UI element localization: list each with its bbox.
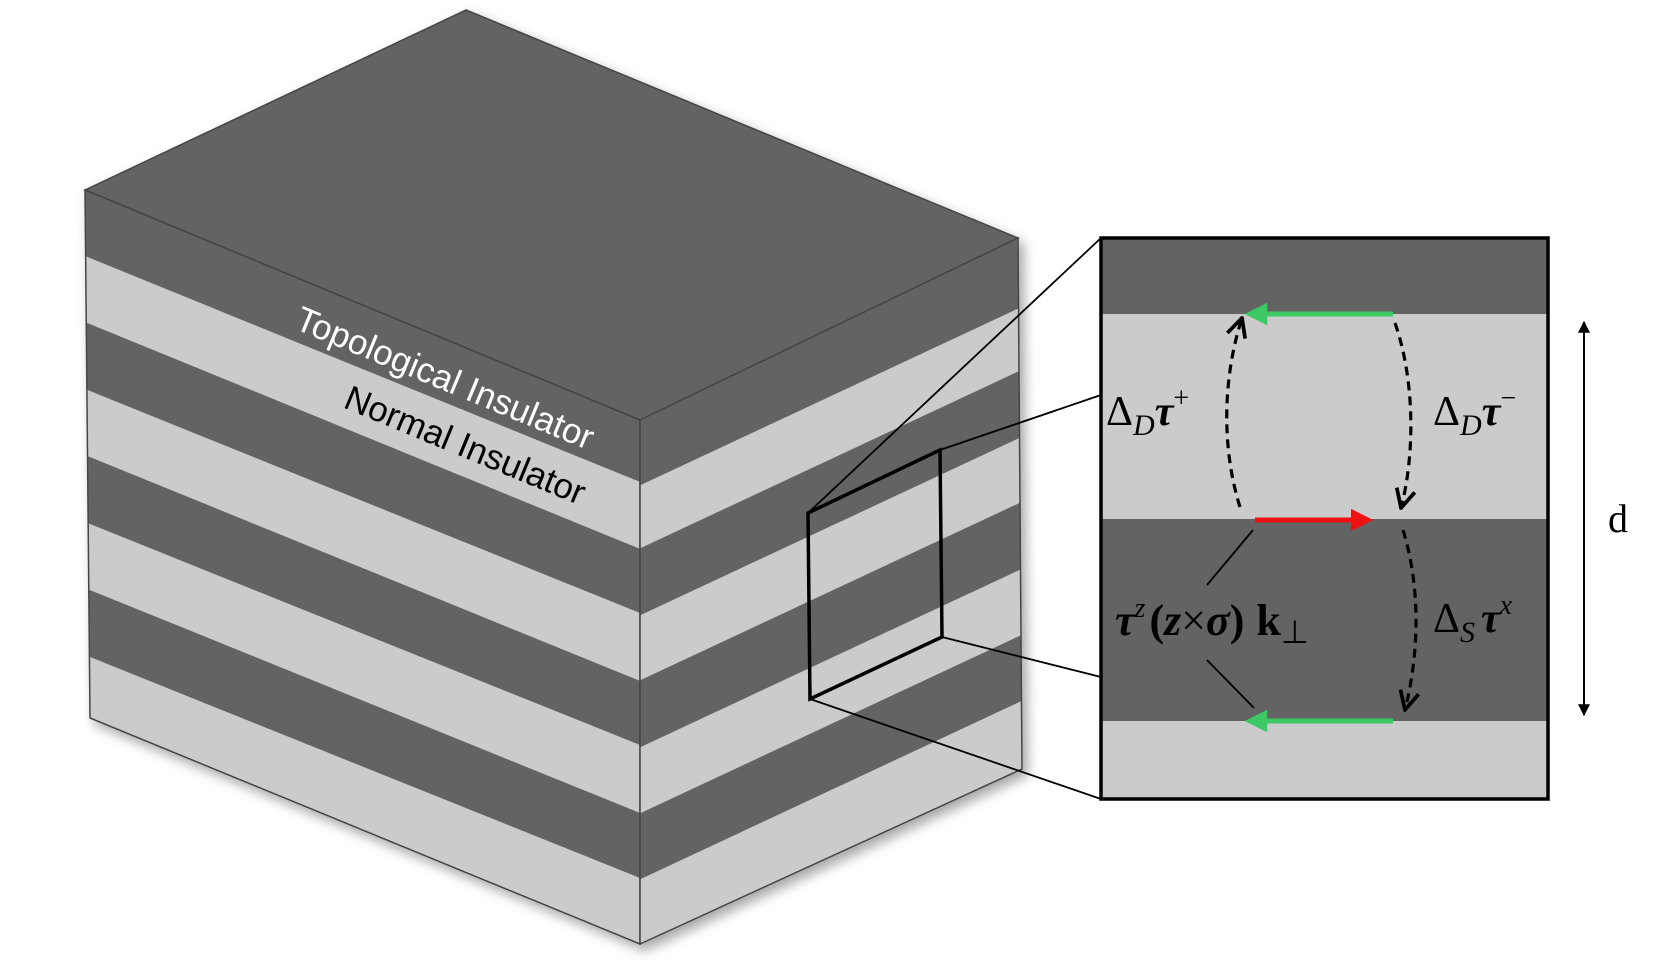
side-dark-layer (640, 238, 1022, 490)
side-dark-layer (640, 631, 1022, 884)
front-dark-layer (85, 320, 640, 617)
front-dark-layer (85, 453, 640, 749)
coupling-arrow-interlayer (1403, 529, 1416, 710)
inset-dark-layer-middle (1101, 519, 1548, 721)
coupling-arrow-right (1393, 322, 1411, 508)
front-dark-layer (85, 586, 640, 882)
front-dark-layer (85, 190, 640, 486)
coupling-term-right: ΔDτ− (1433, 383, 1516, 442)
coupling-arrow-left (1225, 318, 1242, 508)
coupling-term-left: ΔDτ+ (1106, 383, 1189, 442)
surface-dirac-term: τz(z×σ)k⊥ (1115, 593, 1309, 650)
inset-dark-layer-top (1101, 238, 1548, 314)
zoom-connector-lines (807, 237, 1102, 800)
inset-frame (1099, 236, 1550, 801)
spacing-d-label: d (1608, 496, 1628, 541)
surface-term-pointer-lower (1206, 659, 1255, 709)
layer-spacing-indicator: d (1578, 320, 1628, 717)
side-dark-layer (640, 498, 1022, 752)
surface-term-pointer-upper (1206, 529, 1254, 586)
